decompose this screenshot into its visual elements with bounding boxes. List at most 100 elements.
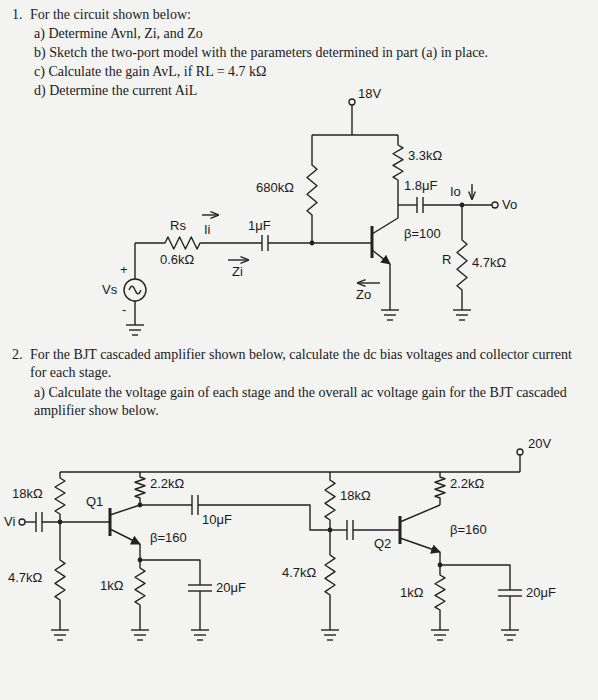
- transistor-base-bar: [371, 226, 374, 258]
- ground-symbol: [191, 629, 209, 630]
- wire: [198, 505, 330, 530]
- ground-symbol: [134, 634, 146, 635]
- supply-terminal: [492, 202, 498, 208]
- problem-text: c) Calculate the gain AvL, if RL = 4.7 k…: [34, 63, 267, 81]
- ground-symbol: [197, 639, 203, 640]
- transistor-beta: β=100: [404, 226, 441, 242]
- component-value: 18kΩ: [340, 488, 371, 504]
- junction-dot: [310, 241, 315, 246]
- resistor-symbol: [325, 530, 335, 630]
- ground-symbol: [131, 629, 149, 630]
- transistor-base-bar: [399, 516, 402, 544]
- component-name: Rs: [170, 218, 186, 234]
- capacitor-symbol: [35, 512, 36, 532]
- transistor-name: Q2: [374, 536, 391, 552]
- resistor-symbol: [435, 565, 445, 630]
- resistor-symbol: [55, 472, 65, 522]
- wire: [268, 242, 372, 243]
- capacitor-symbol: [416, 197, 417, 213]
- component-value: 4.7kΩ: [8, 570, 42, 586]
- polarity-mark: +: [120, 262, 128, 278]
- transistor-emitter: [372, 250, 390, 264]
- component-value: 4.7kΩ: [472, 255, 506, 271]
- wire: [312, 134, 398, 135]
- problem-text: b) Sketch the two-port model with the pa…: [34, 44, 488, 62]
- wire: [398, 204, 417, 205]
- resistor-symbol: [307, 135, 317, 243]
- ground-symbol: [321, 629, 339, 630]
- impedance-label: Zi: [232, 264, 243, 280]
- resistor-symbol: [435, 472, 445, 505]
- supply-terminal: [349, 99, 355, 105]
- ground-symbol: [129, 329, 141, 330]
- component-value: 680kΩ: [256, 180, 294, 196]
- component-value: 4.7kΩ: [282, 565, 316, 581]
- signal-name: Vo: [502, 197, 517, 213]
- resistor-symbol: [55, 522, 65, 630]
- resistor-symbol: [457, 205, 467, 310]
- component-value: 2.2kΩ: [150, 476, 184, 492]
- problem-number: 2.: [12, 346, 23, 364]
- capacitor-symbol: [498, 589, 522, 590]
- problem-text: For the circuit shown below:: [30, 6, 191, 24]
- problem-text: a) Determine Avnl, Zi, and Zo: [34, 25, 203, 43]
- current-arrow: [358, 282, 380, 283]
- impedance-label: Zo: [356, 287, 371, 303]
- wire: [134, 301, 135, 325]
- ground-symbol: [194, 634, 206, 635]
- component-value: 1kΩ: [400, 585, 423, 601]
- signal-name: Vi: [4, 514, 15, 530]
- component-value: 3.3kΩ: [408, 148, 442, 164]
- ground-symbol: [387, 319, 393, 320]
- ground-symbol: [459, 319, 465, 320]
- resistor-symbol: [135, 472, 145, 505]
- resistor-symbol: [393, 135, 403, 205]
- wire: [397, 205, 398, 218]
- component-value: 2.2kΩ: [450, 476, 484, 492]
- signal-name: Vs: [102, 282, 117, 298]
- component-value: 1μF: [248, 218, 271, 234]
- wire: [330, 529, 347, 530]
- problem-text: For the BJT cascaded amplifier shown bel…: [30, 346, 586, 382]
- supply-label: 20V: [528, 436, 551, 452]
- ground-symbol: [501, 629, 519, 630]
- ground-symbol: [384, 314, 396, 315]
- wire: [423, 204, 492, 205]
- component-value: 0.6kΩ: [160, 252, 194, 268]
- ground-symbol: [327, 639, 333, 640]
- transistor-collector: [400, 505, 440, 522]
- current-label: Ii: [204, 222, 211, 238]
- ground-symbol: [504, 634, 516, 635]
- resistor-symbol: [325, 472, 335, 530]
- wire: [25, 521, 36, 522]
- transistor-name: Q1: [86, 494, 103, 510]
- current-label: Io: [450, 184, 461, 200]
- component-value: 1.8μF: [404, 178, 438, 194]
- voltage-source: [124, 279, 146, 301]
- ground-symbol: [137, 639, 143, 640]
- wire: [199, 591, 200, 630]
- wire: [351, 105, 352, 135]
- polarity-mark: -: [122, 302, 126, 318]
- component-value: 20μF: [526, 585, 556, 601]
- ground-symbol: [132, 334, 138, 335]
- wire: [134, 243, 135, 279]
- ground-symbol: [507, 639, 513, 640]
- wire: [139, 544, 140, 560]
- component-value: 18kΩ: [12, 486, 43, 502]
- component-value: 20μF: [216, 580, 246, 596]
- ground-symbol: [51, 629, 69, 630]
- capacitor-symbol: [267, 235, 268, 251]
- current-arrow: [228, 259, 248, 260]
- transistor-collector: [372, 218, 398, 234]
- transistor-beta: β=160: [450, 522, 487, 538]
- wire: [519, 455, 520, 472]
- wire: [140, 560, 200, 585]
- transistor-base-bar: [109, 508, 112, 536]
- wire: [140, 504, 192, 505]
- problem-number: 1.: [12, 6, 23, 24]
- resistor-symbol: [135, 237, 262, 249]
- current-arrow: [471, 184, 472, 199]
- wire: [509, 596, 510, 630]
